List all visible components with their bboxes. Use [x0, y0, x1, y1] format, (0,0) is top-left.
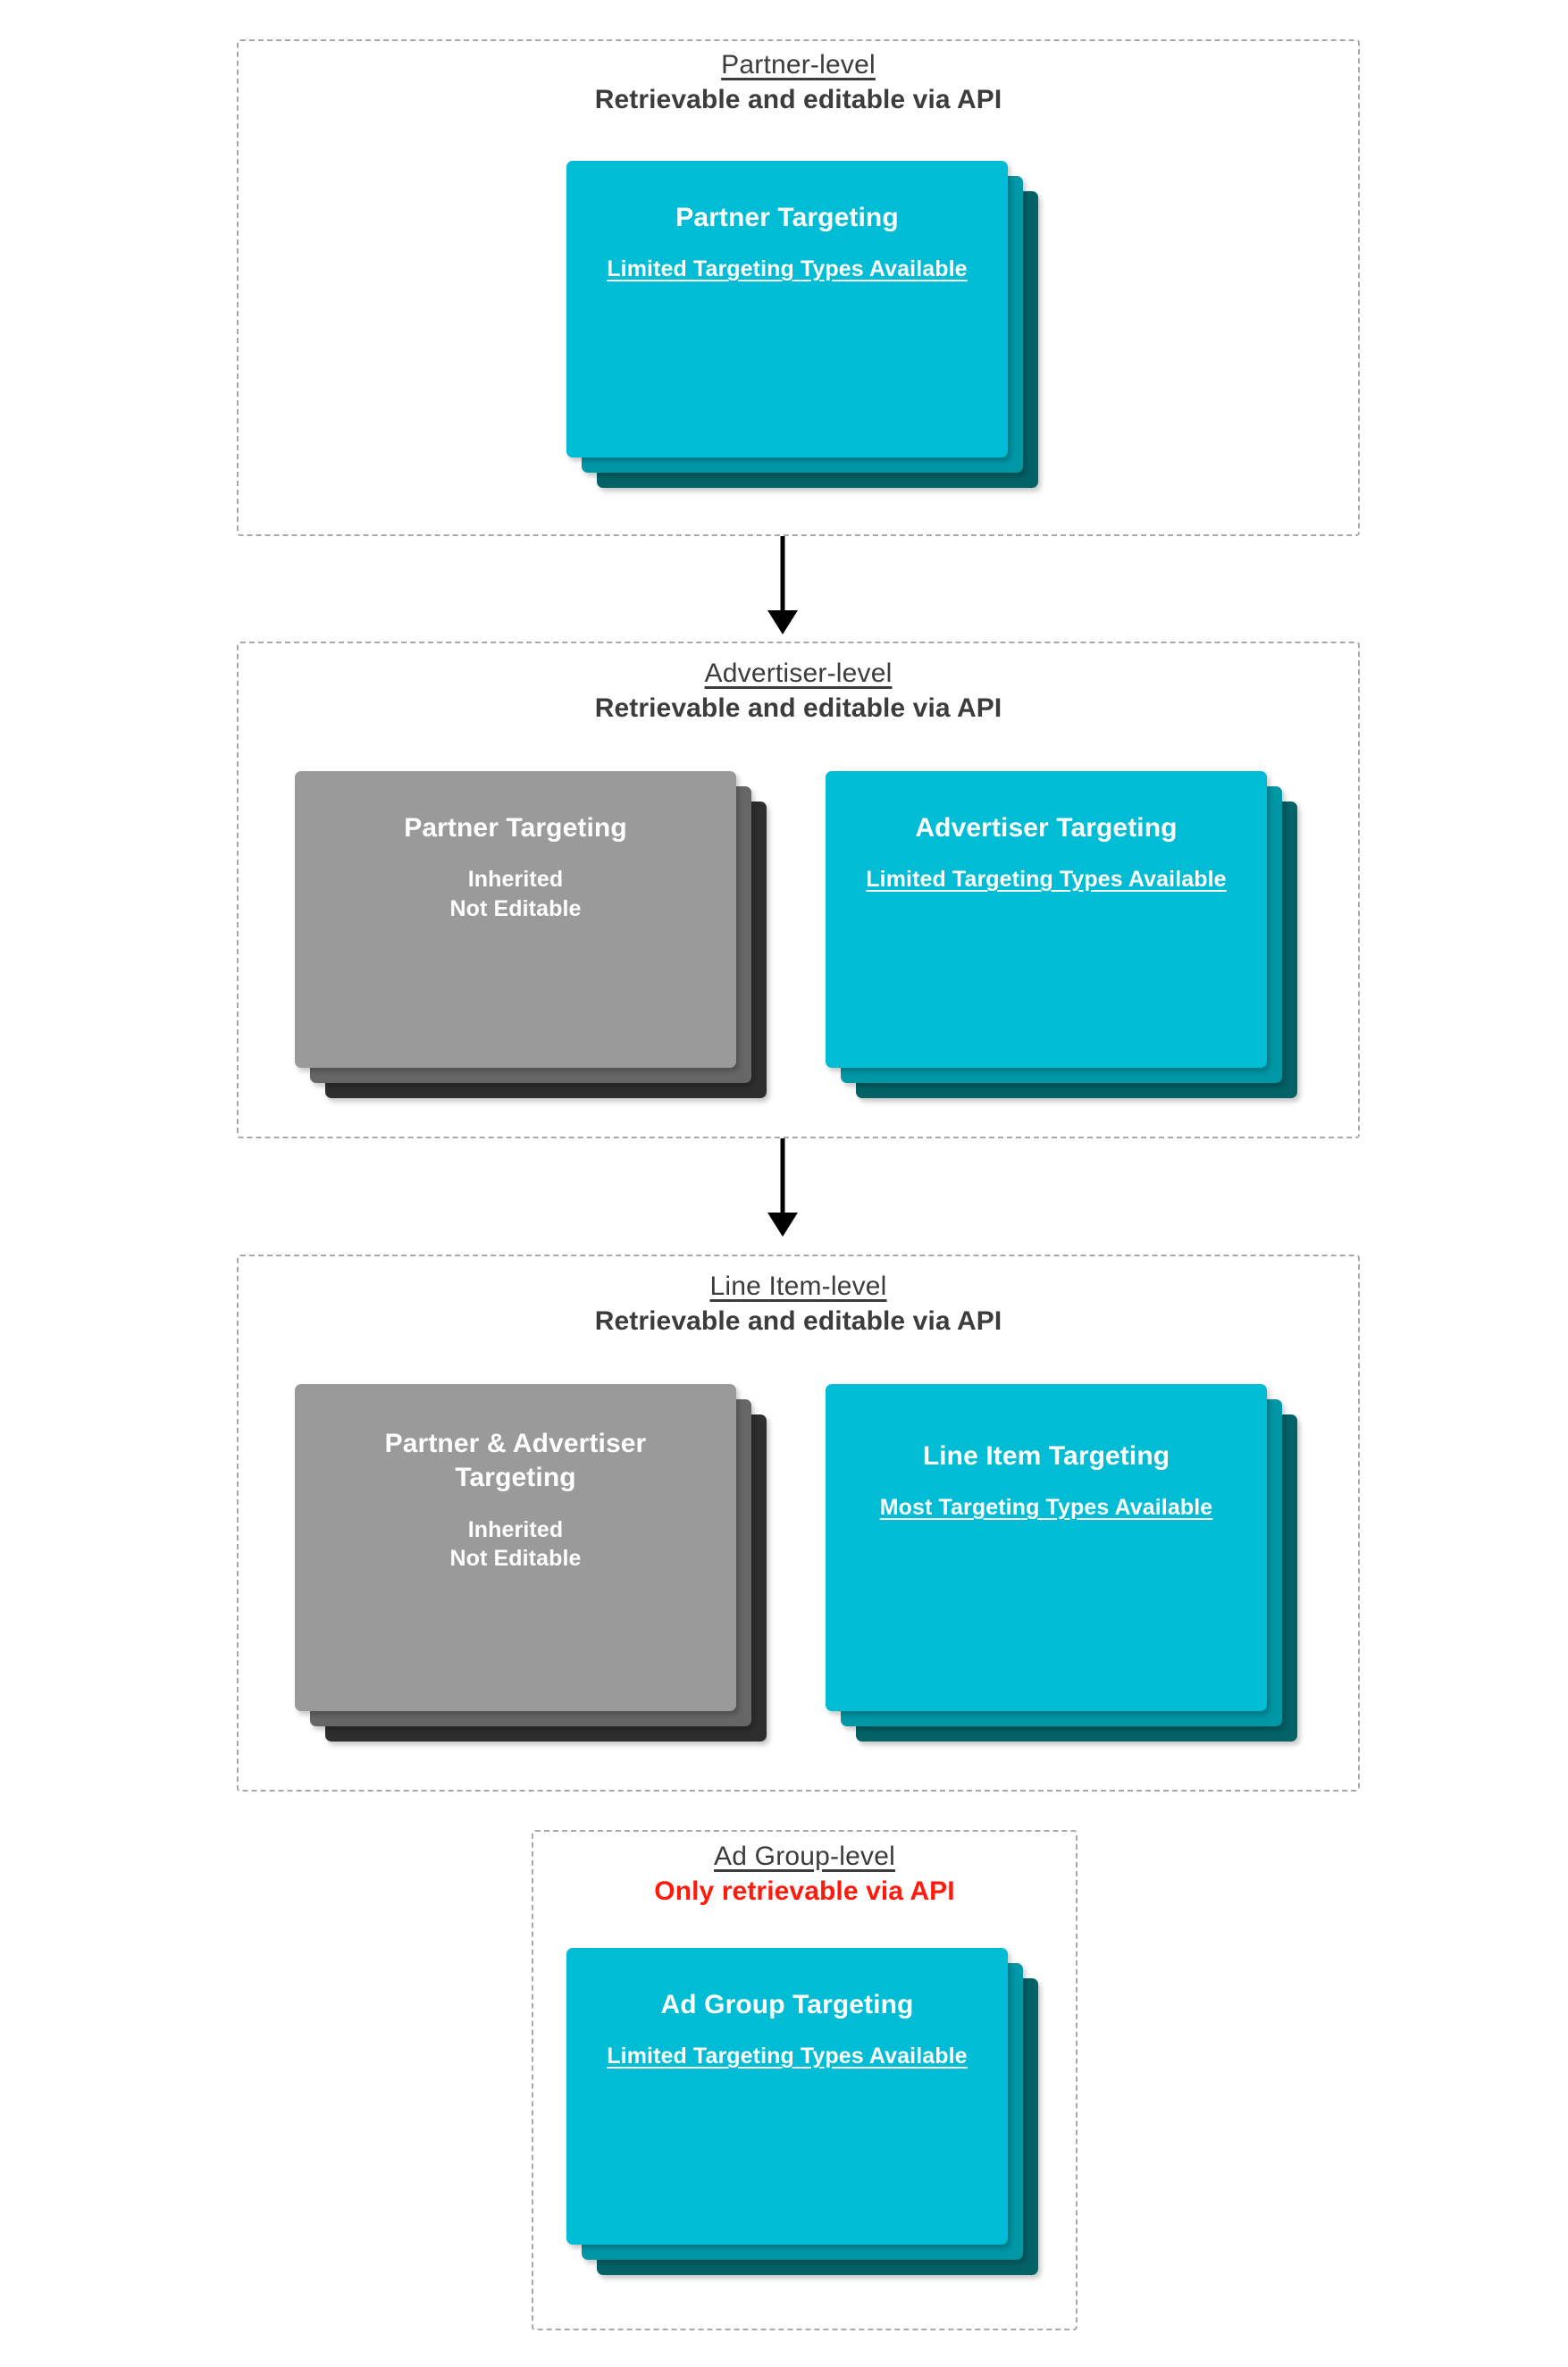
arrow-shaft: [780, 1138, 785, 1215]
arrow-head-icon: [767, 1213, 798, 1237]
card-title: Partner Targeting: [404, 813, 627, 843]
card-title: Partner Targeting: [675, 203, 899, 232]
card-body-ad-group-targeting: Ad Group Targeting Limited Targeting Typ…: [566, 1948, 1008, 2245]
arrow-head-icon: [767, 610, 798, 634]
card-stack-partner-targeting-inherited[interactable]: Partner Targeting Inherited Not Editable: [295, 771, 768, 1098]
card-note: Inherited Not Editable: [449, 867, 582, 921]
card-body-partner-targeting-inherited: Partner Targeting Inherited Not Editable: [295, 771, 736, 1068]
card-layer-front: [295, 771, 736, 1068]
card-stack-advertiser-targeting[interactable]: Advertiser Targeting Limited Targeting T…: [826, 771, 1299, 1098]
card-title: Line Item Targeting: [922, 1441, 1170, 1471]
card-stack-line-item-targeting[interactable]: Line Item Targeting Most Targeting Types…: [826, 1384, 1299, 1742]
card-note: Limited Targeting Types Available: [607, 256, 968, 282]
arrow-shaft: [780, 536, 785, 613]
card-layer-front: [295, 1384, 736, 1711]
level-container-advertiser: [237, 642, 1360, 1138]
card-layer-front: [566, 1948, 1008, 2245]
card-note: Limited Targeting Types Available: [866, 867, 1227, 893]
card-body-line-item-targeting: Line Item Targeting Most Targeting Types…: [826, 1384, 1267, 1711]
level-container-partner: [237, 39, 1360, 536]
card-body-partner-advertiser-targeting-inherited: Partner & Advertiser Targeting Inherited…: [295, 1384, 736, 1711]
card-body-partner-targeting: Partner Targeting Limited Targeting Type…: [566, 161, 1008, 457]
level-container-ad-group: [532, 1830, 1077, 2330]
card-body-advertiser-targeting: Advertiser Targeting Limited Targeting T…: [826, 771, 1267, 1068]
card-title: Ad Group Targeting: [660, 1990, 914, 2019]
card-layer-front: [566, 161, 1008, 457]
card-note: Most Targeting Types Available: [879, 1495, 1213, 1521]
card-layer-front: [826, 1384, 1267, 1711]
card-title: Partner & Advertiser Targeting: [384, 1429, 647, 1493]
card-stack-partner-advertiser-targeting-inherited[interactable]: Partner & Advertiser Targeting Inherited…: [295, 1384, 768, 1742]
card-stack-partner-targeting[interactable]: Partner Targeting Limited Targeting Type…: [566, 161, 1040, 488]
card-note: Limited Targeting Types Available: [607, 2044, 968, 2069]
level-container-line-item: [237, 1255, 1360, 1792]
connector-advertiser-to-line-item: [765, 1138, 801, 1237]
card-note: Inherited Not Editable: [449, 1516, 582, 1572]
card-stack-ad-group-targeting[interactable]: Ad Group Targeting Limited Targeting Typ…: [566, 1948, 1040, 2275]
connector-partner-to-advertiser: [765, 536, 801, 634]
card-layer-front: [826, 771, 1267, 1068]
card-title: Advertiser Targeting: [915, 813, 1178, 843]
